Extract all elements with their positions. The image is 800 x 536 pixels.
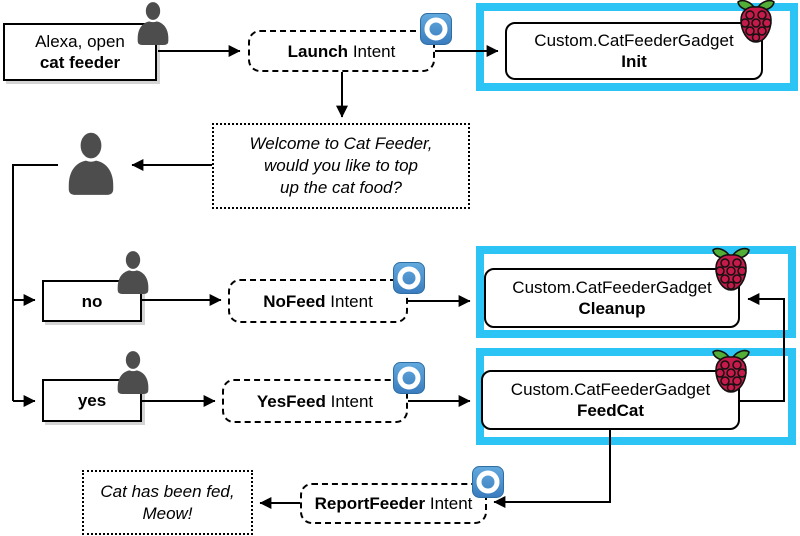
node-yesfeed-intent: YesFeed Intent: [222, 379, 408, 423]
utterance-yes-label: yes: [77, 391, 107, 410]
node-nofeed-intent: NoFeed Intent: [228, 279, 408, 323]
alexa-icon: [472, 466, 504, 498]
alexa-icon: [393, 262, 425, 294]
intent-suffix: Intent: [429, 494, 473, 513]
raspberry-pi-icon: [711, 246, 751, 292]
user-icon: [133, 1, 173, 45]
intent-name: ReportFeeder: [314, 494, 426, 513]
node-handler-feedcat: Custom.CatFeederGadget FeedCat: [481, 370, 740, 430]
node-reportfeeder-intent: ReportFeeder Intent: [300, 483, 487, 524]
intent-suffix: Intent: [330, 291, 373, 311]
speech-cat-fed-line2: Meow!: [142, 503, 193, 523]
utterance-no-label: no: [81, 291, 103, 311]
utterance-open-line1: Alexa, open: [35, 32, 125, 51]
alexa-icon: [393, 362, 425, 394]
nofeed-intent-label: NoFeed Intent: [263, 291, 373, 312]
utterance-open-line2: cat feeder: [39, 53, 121, 72]
intent-name: NoFeed: [263, 291, 326, 311]
node-handler-cleanup: Custom.CatFeederGadget Cleanup: [484, 268, 740, 328]
launch-intent-label: Launch Intent: [288, 41, 396, 62]
raspberry-pi-icon: [711, 348, 751, 394]
user-icon: [62, 131, 120, 195]
intent-name: Launch: [287, 41, 349, 61]
user-icon: [113, 350, 153, 394]
raspberry-pi-icon: [736, 0, 776, 44]
alexa-icon: [420, 13, 452, 45]
intent-suffix: Intent: [352, 41, 396, 61]
handler-init-line1: Custom.CatFeederGadget: [534, 31, 734, 50]
speech-welcome-line2: would you like to top: [263, 156, 419, 175]
intent-name: YesFeed: [256, 391, 326, 411]
node-launch-intent: Launch Intent: [248, 30, 435, 72]
yesfeed-intent-label: YesFeed Intent: [257, 391, 373, 412]
handler-cleanup-line1: Custom.CatFeederGadget: [512, 278, 712, 297]
speech-welcome-line3: up the cat food?: [280, 178, 402, 197]
handler-cleanup-line2: Cleanup: [578, 299, 646, 318]
handler-feedcat-line2: FeedCat: [576, 401, 645, 420]
node-speech-welcome: Welcome to Cat Feeder, would you like to…: [212, 123, 470, 209]
reportfeeder-intent-label: ReportFeeder Intent: [315, 493, 473, 514]
speech-cat-fed-line1: Cat has been fed,: [100, 481, 235, 501]
handler-init-line2: Init: [621, 52, 647, 71]
node-speech-cat-fed: Cat has been fed, Meow!: [82, 470, 253, 535]
node-handler-init: Custom.CatFeederGadget Init: [505, 22, 763, 80]
speech-welcome-line1: Welcome to Cat Feeder,: [249, 134, 433, 153]
node-utterance-open: Alexa, open cat feeder: [3, 23, 157, 81]
handler-feedcat-line1: Custom.CatFeederGadget: [510, 380, 711, 399]
user-icon: [113, 250, 153, 294]
intent-suffix: Intent: [330, 391, 374, 411]
